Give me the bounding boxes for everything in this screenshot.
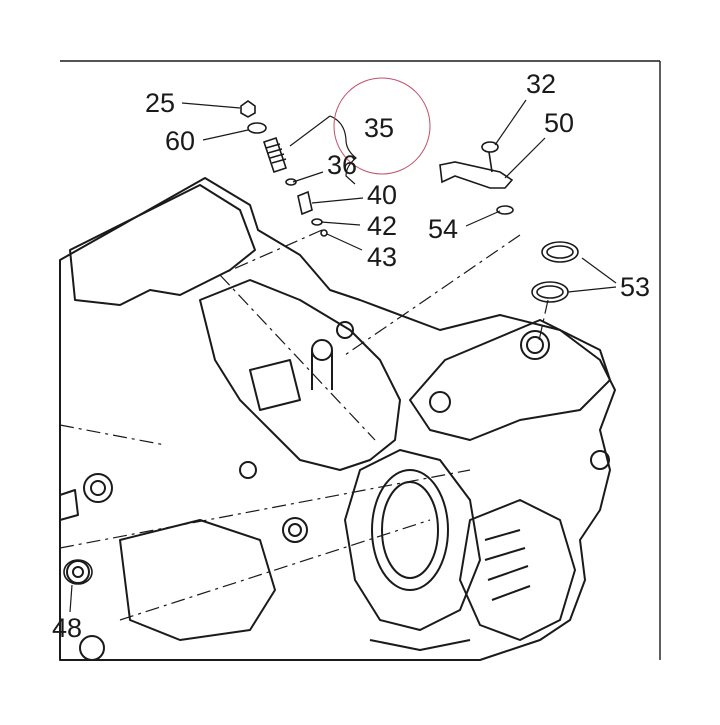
- highlight-circle: [333, 77, 431, 175]
- ring-53-upper: [541, 241, 579, 263]
- callout-36: 36: [327, 150, 357, 180]
- callout-42: 42: [367, 211, 397, 241]
- callout-43: 43: [367, 242, 397, 272]
- assembly-guide-lines: [59, 229, 549, 621]
- callout-labels: 25 60 35 36 40 42 43 32 50 54 53 48: [52, 69, 650, 643]
- crankcase-drawing: [59, 177, 616, 661]
- screw-32-part: [481, 141, 499, 153]
- callout-60: 60: [165, 126, 195, 156]
- exploded-small-parts: [63, 100, 579, 585]
- plate-50-part: [439, 161, 514, 189]
- callout-25: 25: [145, 88, 175, 118]
- callout-40: 40: [367, 180, 397, 210]
- callout-54: 54: [428, 214, 458, 244]
- nut-25-part: [240, 100, 256, 118]
- callout-35: 35: [364, 113, 394, 143]
- spring-40-part: [297, 190, 313, 216]
- callout-32: 32: [526, 69, 556, 99]
- diagram-frame: [60, 60, 661, 660]
- washer-60-part: [247, 122, 267, 134]
- callout-53: 53: [620, 272, 650, 302]
- bolt-35-part: [262, 136, 288, 174]
- callout-48: 48: [52, 613, 82, 643]
- oring-54-part: [496, 205, 514, 215]
- leader-lines: [69, 99, 617, 613]
- callout-50: 50: [544, 108, 574, 138]
